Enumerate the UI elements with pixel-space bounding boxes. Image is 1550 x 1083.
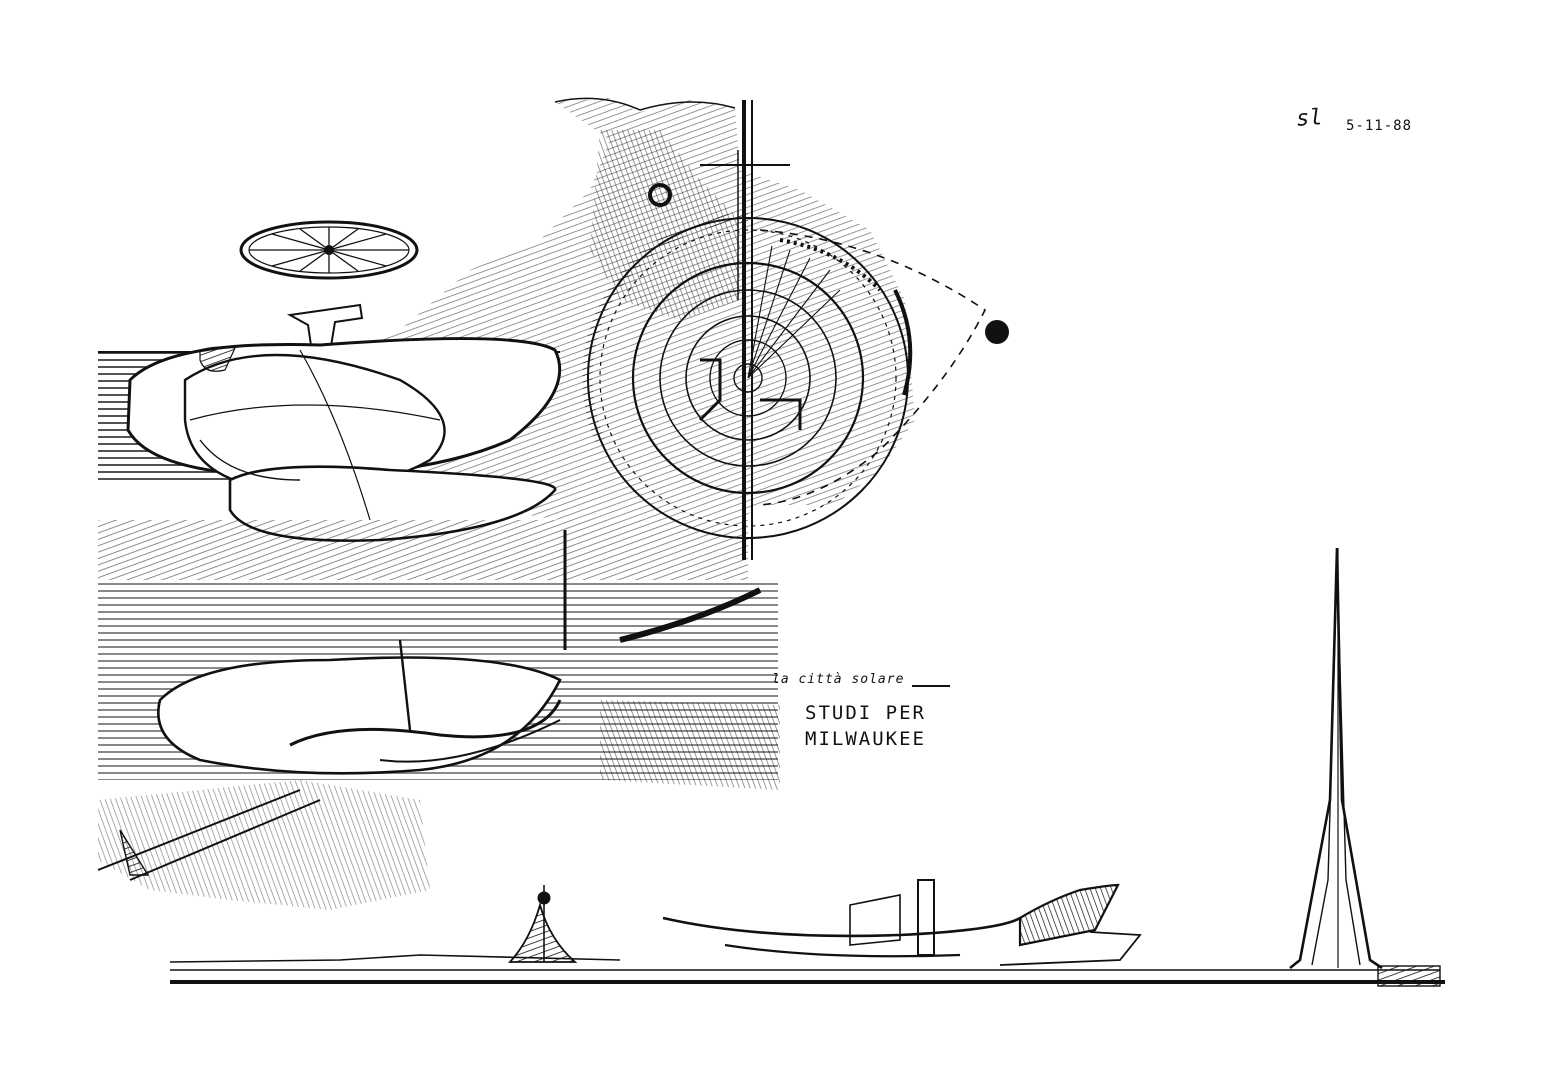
caption-subtitle: la città solare xyxy=(772,672,905,687)
stadium-perspective xyxy=(97,530,567,881)
drawing-date: 5-11-88 xyxy=(1346,118,1413,134)
caption-dash xyxy=(912,685,950,687)
flying-disk xyxy=(239,220,419,280)
shell-forms xyxy=(126,337,562,542)
title-line-2: MILWAUKEE xyxy=(805,728,926,750)
signature: sl xyxy=(1295,105,1324,132)
skyline-elevation xyxy=(169,547,1445,987)
sun-dot xyxy=(985,320,1009,344)
title-line-1: STUDI PER xyxy=(805,702,926,724)
vertical-axis xyxy=(648,100,790,560)
